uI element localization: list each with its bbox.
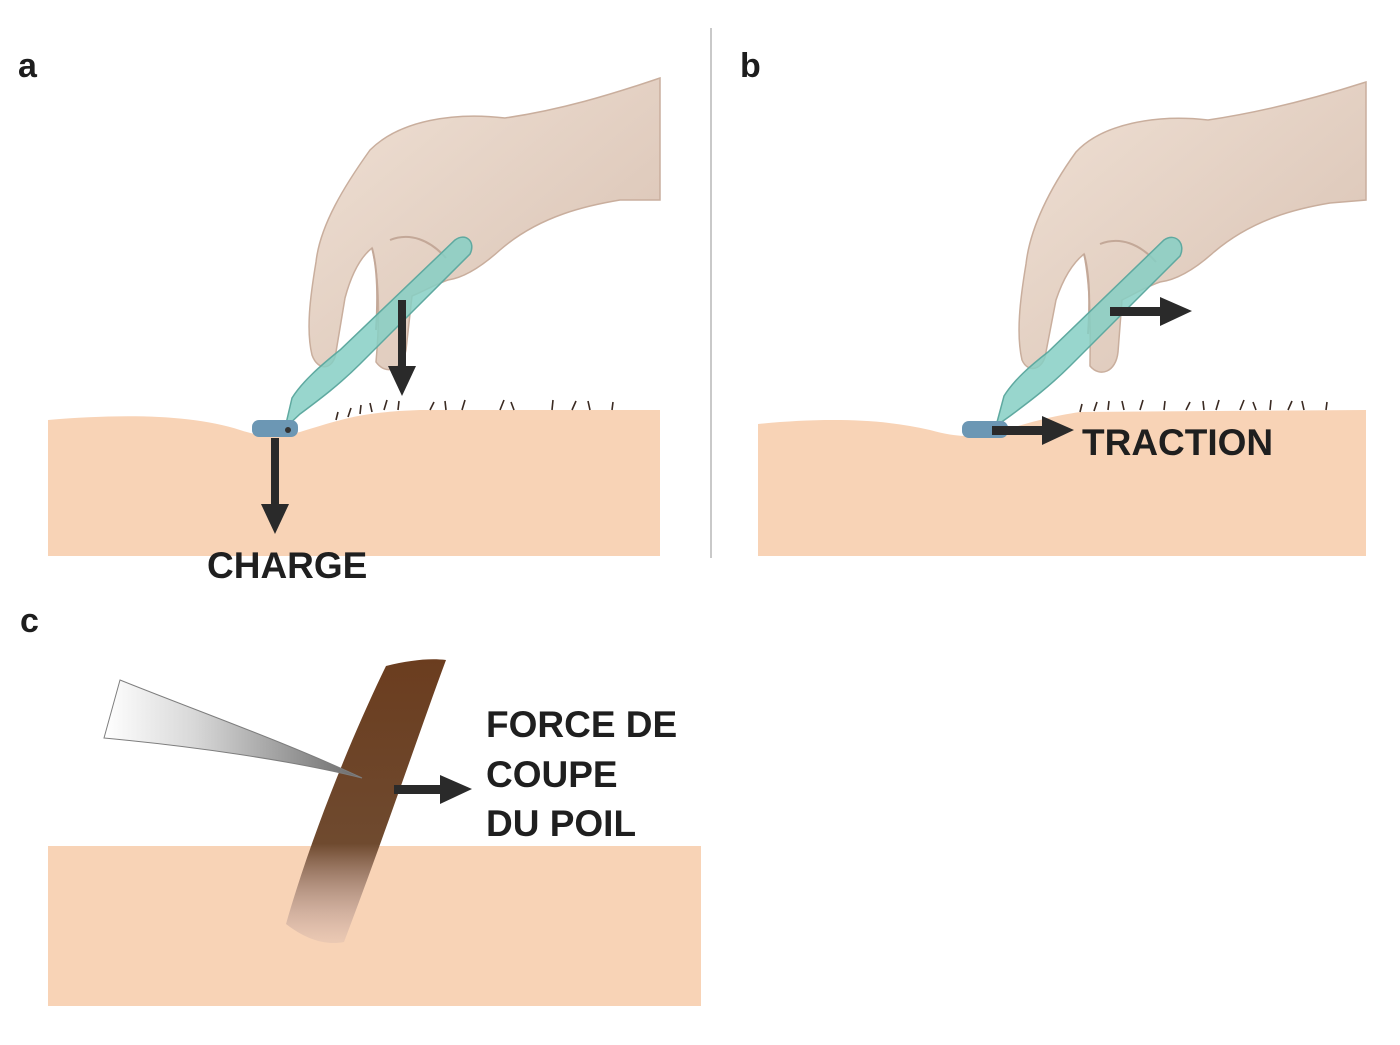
skin-a [48, 410, 660, 556]
hair-stubble-a [335, 399, 614, 421]
arrow-right-icon [992, 416, 1074, 445]
callout-cut-force-line-3: DU POIL [486, 803, 636, 844]
razor-blade [103, 679, 363, 779]
panel-label-b: b [740, 47, 761, 85]
panel-b: b TRACTION [740, 47, 1367, 556]
hair-shaft [286, 659, 446, 944]
skin-c [48, 846, 701, 1006]
panel-label-c: c [20, 602, 39, 640]
arrow-right-icon [1110, 297, 1192, 326]
arrow-right-icon [394, 775, 472, 804]
hand-a [308, 76, 661, 371]
razor-handle-a [283, 236, 473, 431]
panel-c: c FORCE DE COUPE DU POIL [20, 602, 701, 1006]
callout-charge: CHARGE [207, 545, 367, 586]
callout-cut-force-line-2: COUPE [486, 754, 618, 795]
callout-cut-force-line-1: FORCE DE [486, 704, 677, 745]
skin-b [758, 410, 1366, 556]
callout-traction: TRACTION [1082, 422, 1273, 463]
arrow-down-icon [388, 300, 416, 396]
razor-head-a [252, 420, 298, 437]
razor-handle-b [994, 236, 1183, 428]
hair-stubble-b [1079, 399, 1328, 413]
panel-label-a: a [18, 47, 38, 85]
hand-b [1018, 80, 1367, 373]
arrow-down-icon [261, 438, 289, 534]
panel-a: a CHARGE [18, 47, 661, 586]
